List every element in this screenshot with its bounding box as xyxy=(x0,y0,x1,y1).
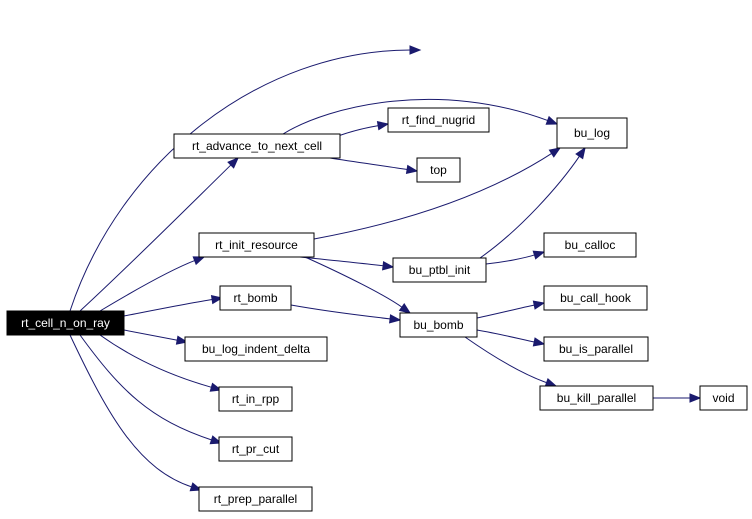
node-box-rt_in_rpp[interactable] xyxy=(218,386,293,412)
arrowhead-rt_advance_to_next_cell-to-bu_log xyxy=(545,115,559,125)
arrowhead-rt_cell_n_on_ray-to-rt_bomb xyxy=(210,294,224,305)
node-bu_call_hook[interactable]: bu_call_hook xyxy=(543,285,648,311)
node-bu_is_parallel[interactable]: bu_is_parallel xyxy=(543,336,649,362)
node-bu_kill_parallel[interactable]: bu_kill_parallel xyxy=(539,385,654,411)
node-rt_find_nugrid[interactable]: rt_find_nugrid xyxy=(387,107,490,133)
node-label-rt_in_rpp: rt_in_rpp xyxy=(232,392,280,406)
node-box-bu_ptbl_init[interactable] xyxy=(392,257,487,283)
node-bu_log[interactable]: bu_log xyxy=(556,117,628,149)
node-box-bu_calloc[interactable] xyxy=(543,232,637,258)
node-box-bu_log[interactable] xyxy=(556,117,628,149)
edge-rt_cell_n_on_ray-to-bu_log_indent_delta xyxy=(123,329,179,341)
edge-rt_advance_to_next_cell-to-top xyxy=(329,157,409,171)
node-box-rt_init_resource[interactable] xyxy=(198,232,315,258)
edge-rt_cell_n_on_ray-to-rt_pr_cut xyxy=(79,334,213,441)
node-rt_in_rpp[interactable]: rt_in_rpp xyxy=(218,386,293,412)
node-label-bu_bomb: bu_bomb xyxy=(413,318,463,332)
node-void[interactable]: void xyxy=(699,385,748,411)
arrowhead-bu_bomb-to-bu_kill_parallel xyxy=(544,378,558,387)
node-label-rt_prep_parallel: rt_prep_parallel xyxy=(214,492,297,506)
arrowhead-rt_cell_n_on_ray-to-rt_advance_to_next_cell xyxy=(227,157,239,169)
node-label-bu_log: bu_log xyxy=(574,126,610,140)
node-box-bu_is_parallel[interactable] xyxy=(543,336,649,362)
node-rt_init_resource[interactable]: rt_init_resource xyxy=(198,232,315,258)
node-rt_pr_cut[interactable]: rt_pr_cut xyxy=(218,436,293,462)
node-label-bu_calloc: bu_calloc xyxy=(565,238,616,252)
node-box-rt_prep_parallel[interactable] xyxy=(198,486,313,512)
node-top[interactable]: top xyxy=(416,157,461,183)
node-label-rt_init_resource: rt_init_resource xyxy=(215,238,298,252)
edge-bu_ptbl_init-to-bu_calloc xyxy=(485,254,536,265)
node-box-bu_kill_parallel[interactable] xyxy=(539,385,654,411)
edge-rt_cell_n_on_ray-to-bu_log xyxy=(69,49,412,312)
arrowhead-rt_init_resource-to-bu_log xyxy=(548,147,562,158)
node-label-rt_pr_cut: rt_pr_cut xyxy=(232,442,280,456)
node-box-bu_log_indent_delta[interactable] xyxy=(184,336,328,362)
arrowhead-bu_kill_parallel-to-void xyxy=(689,393,702,403)
node-bu_log_indent_delta[interactable]: bu_log_indent_delta xyxy=(184,336,328,362)
edge-rt_advance_to_next_cell-to-rt_find_nugrid xyxy=(337,124,380,137)
node-box-void[interactable] xyxy=(699,385,748,411)
node-box-rt_pr_cut[interactable] xyxy=(218,436,293,462)
edge-rt_cell_n_on_ray-to-rt_init_resource xyxy=(99,259,196,312)
arrowhead-rt_cell_n_on_ray-to-rt_in_rpp xyxy=(209,382,223,392)
arrowhead-bu_ptbl_init-to-bu_calloc xyxy=(532,250,546,260)
node-rt_bomb[interactable]: rt_bomb xyxy=(219,285,292,311)
arrowhead-rt_bomb-to-bu_bomb xyxy=(389,314,402,324)
node-label-bu_call_hook: bu_call_hook xyxy=(560,291,632,305)
arrowhead-rt_cell_n_on_ray-to-rt_prep_parallel xyxy=(189,482,203,492)
node-label-void: void xyxy=(712,391,734,405)
arrowhead-rt_cell_n_on_ray-to-bu_log xyxy=(409,45,422,55)
edge-rt_cell_n_on_ray-to-rt_bomb xyxy=(123,298,214,317)
node-label-rt_advance_to_next_cell: rt_advance_to_next_cell xyxy=(192,139,322,153)
arrowhead-bu_bomb-to-bu_is_parallel xyxy=(532,337,546,347)
arrowhead-rt_cell_n_on_ray-to-rt_pr_cut xyxy=(209,435,223,445)
node-box-bu_call_hook[interactable] xyxy=(543,285,648,311)
edge-rt_init_resource-to-bu_ptbl_init xyxy=(299,256,385,267)
node-bu_bomb[interactable]: bu_bomb xyxy=(399,312,478,338)
edge-bu_bomb-to-bu_call_hook xyxy=(476,304,536,319)
edge-bu_ptbl_init-to-bu_log xyxy=(479,155,581,259)
node-rt_advance_to_next_cell[interactable]: rt_advance_to_next_cell xyxy=(173,133,341,159)
edge-rt_init_resource-to-bu_bomb xyxy=(304,256,403,309)
arrowhead-rt_cell_n_on_ray-to-rt_init_resource xyxy=(192,256,206,266)
node-label-rt_find_nugrid: rt_find_nugrid xyxy=(402,113,475,127)
arrowhead-bu_bomb-to-bu_call_hook xyxy=(532,300,546,310)
arrowhead-rt_cell_n_on_ray-to-bu_log_indent_delta xyxy=(175,335,189,345)
edge-bu_bomb-to-bu_kill_parallel xyxy=(464,336,548,384)
arrowhead-rt_init_resource-to-bu_ptbl_init xyxy=(382,261,395,271)
node-label-bu_is_parallel: bu_is_parallel xyxy=(559,342,633,356)
node-label-bu_ptbl_init: bu_ptbl_init xyxy=(409,263,471,277)
edge-rt_cell_n_on_ray-to-rt_in_rpp xyxy=(99,334,213,389)
edge-rt_cell_n_on_ray-to-rt_prep_parallel xyxy=(69,334,193,488)
call-graph-nodes: rt_cell_n_on_rayrt_advance_to_next_cellr… xyxy=(6,107,748,512)
node-rt_prep_parallel[interactable]: rt_prep_parallel xyxy=(198,486,313,512)
node-box-top[interactable] xyxy=(416,157,461,183)
call-graph-edges xyxy=(69,45,702,492)
edge-bu_bomb-to-bu_is_parallel xyxy=(476,329,536,343)
node-label-rt_bomb: rt_bomb xyxy=(233,291,277,305)
arrowhead-rt_advance_to_next_cell-to-rt_find_nugrid xyxy=(376,121,390,131)
node-rt_cell_n_on_ray[interactable]: rt_cell_n_on_ray xyxy=(6,310,125,336)
arrowhead-rt_advance_to_next_cell-to-top xyxy=(405,164,419,175)
node-box-rt_find_nugrid[interactable] xyxy=(387,107,490,133)
node-box-bu_bomb[interactable] xyxy=(399,312,478,338)
node-box-rt_advance_to_next_cell[interactable] xyxy=(173,133,341,159)
edge-rt_advance_to_next_cell-to-bu_log xyxy=(282,98,549,135)
arrowhead-bu_ptbl_init-to-bu_log xyxy=(575,146,586,160)
edge-rt_init_resource-to-bu_log xyxy=(313,152,553,240)
node-bu_ptbl_init[interactable]: bu_ptbl_init xyxy=(392,257,487,283)
arrowhead-rt_init_resource-to-bu_bomb xyxy=(398,303,412,314)
edge-rt_bomb-to-bu_bomb xyxy=(290,304,392,320)
node-box-rt_cell_n_on_ray[interactable] xyxy=(6,310,125,336)
node-label-top: top xyxy=(430,163,447,177)
node-label-bu_log_indent_delta: bu_log_indent_delta xyxy=(202,342,310,356)
edge-rt_cell_n_on_ray-to-rt_advance_to_next_cell xyxy=(79,163,232,312)
node-box-rt_bomb[interactable] xyxy=(219,285,292,311)
node-bu_calloc[interactable]: bu_calloc xyxy=(543,232,637,258)
node-label-rt_cell_n_on_ray: rt_cell_n_on_ray xyxy=(21,316,110,330)
node-label-bu_kill_parallel: bu_kill_parallel xyxy=(557,391,636,405)
